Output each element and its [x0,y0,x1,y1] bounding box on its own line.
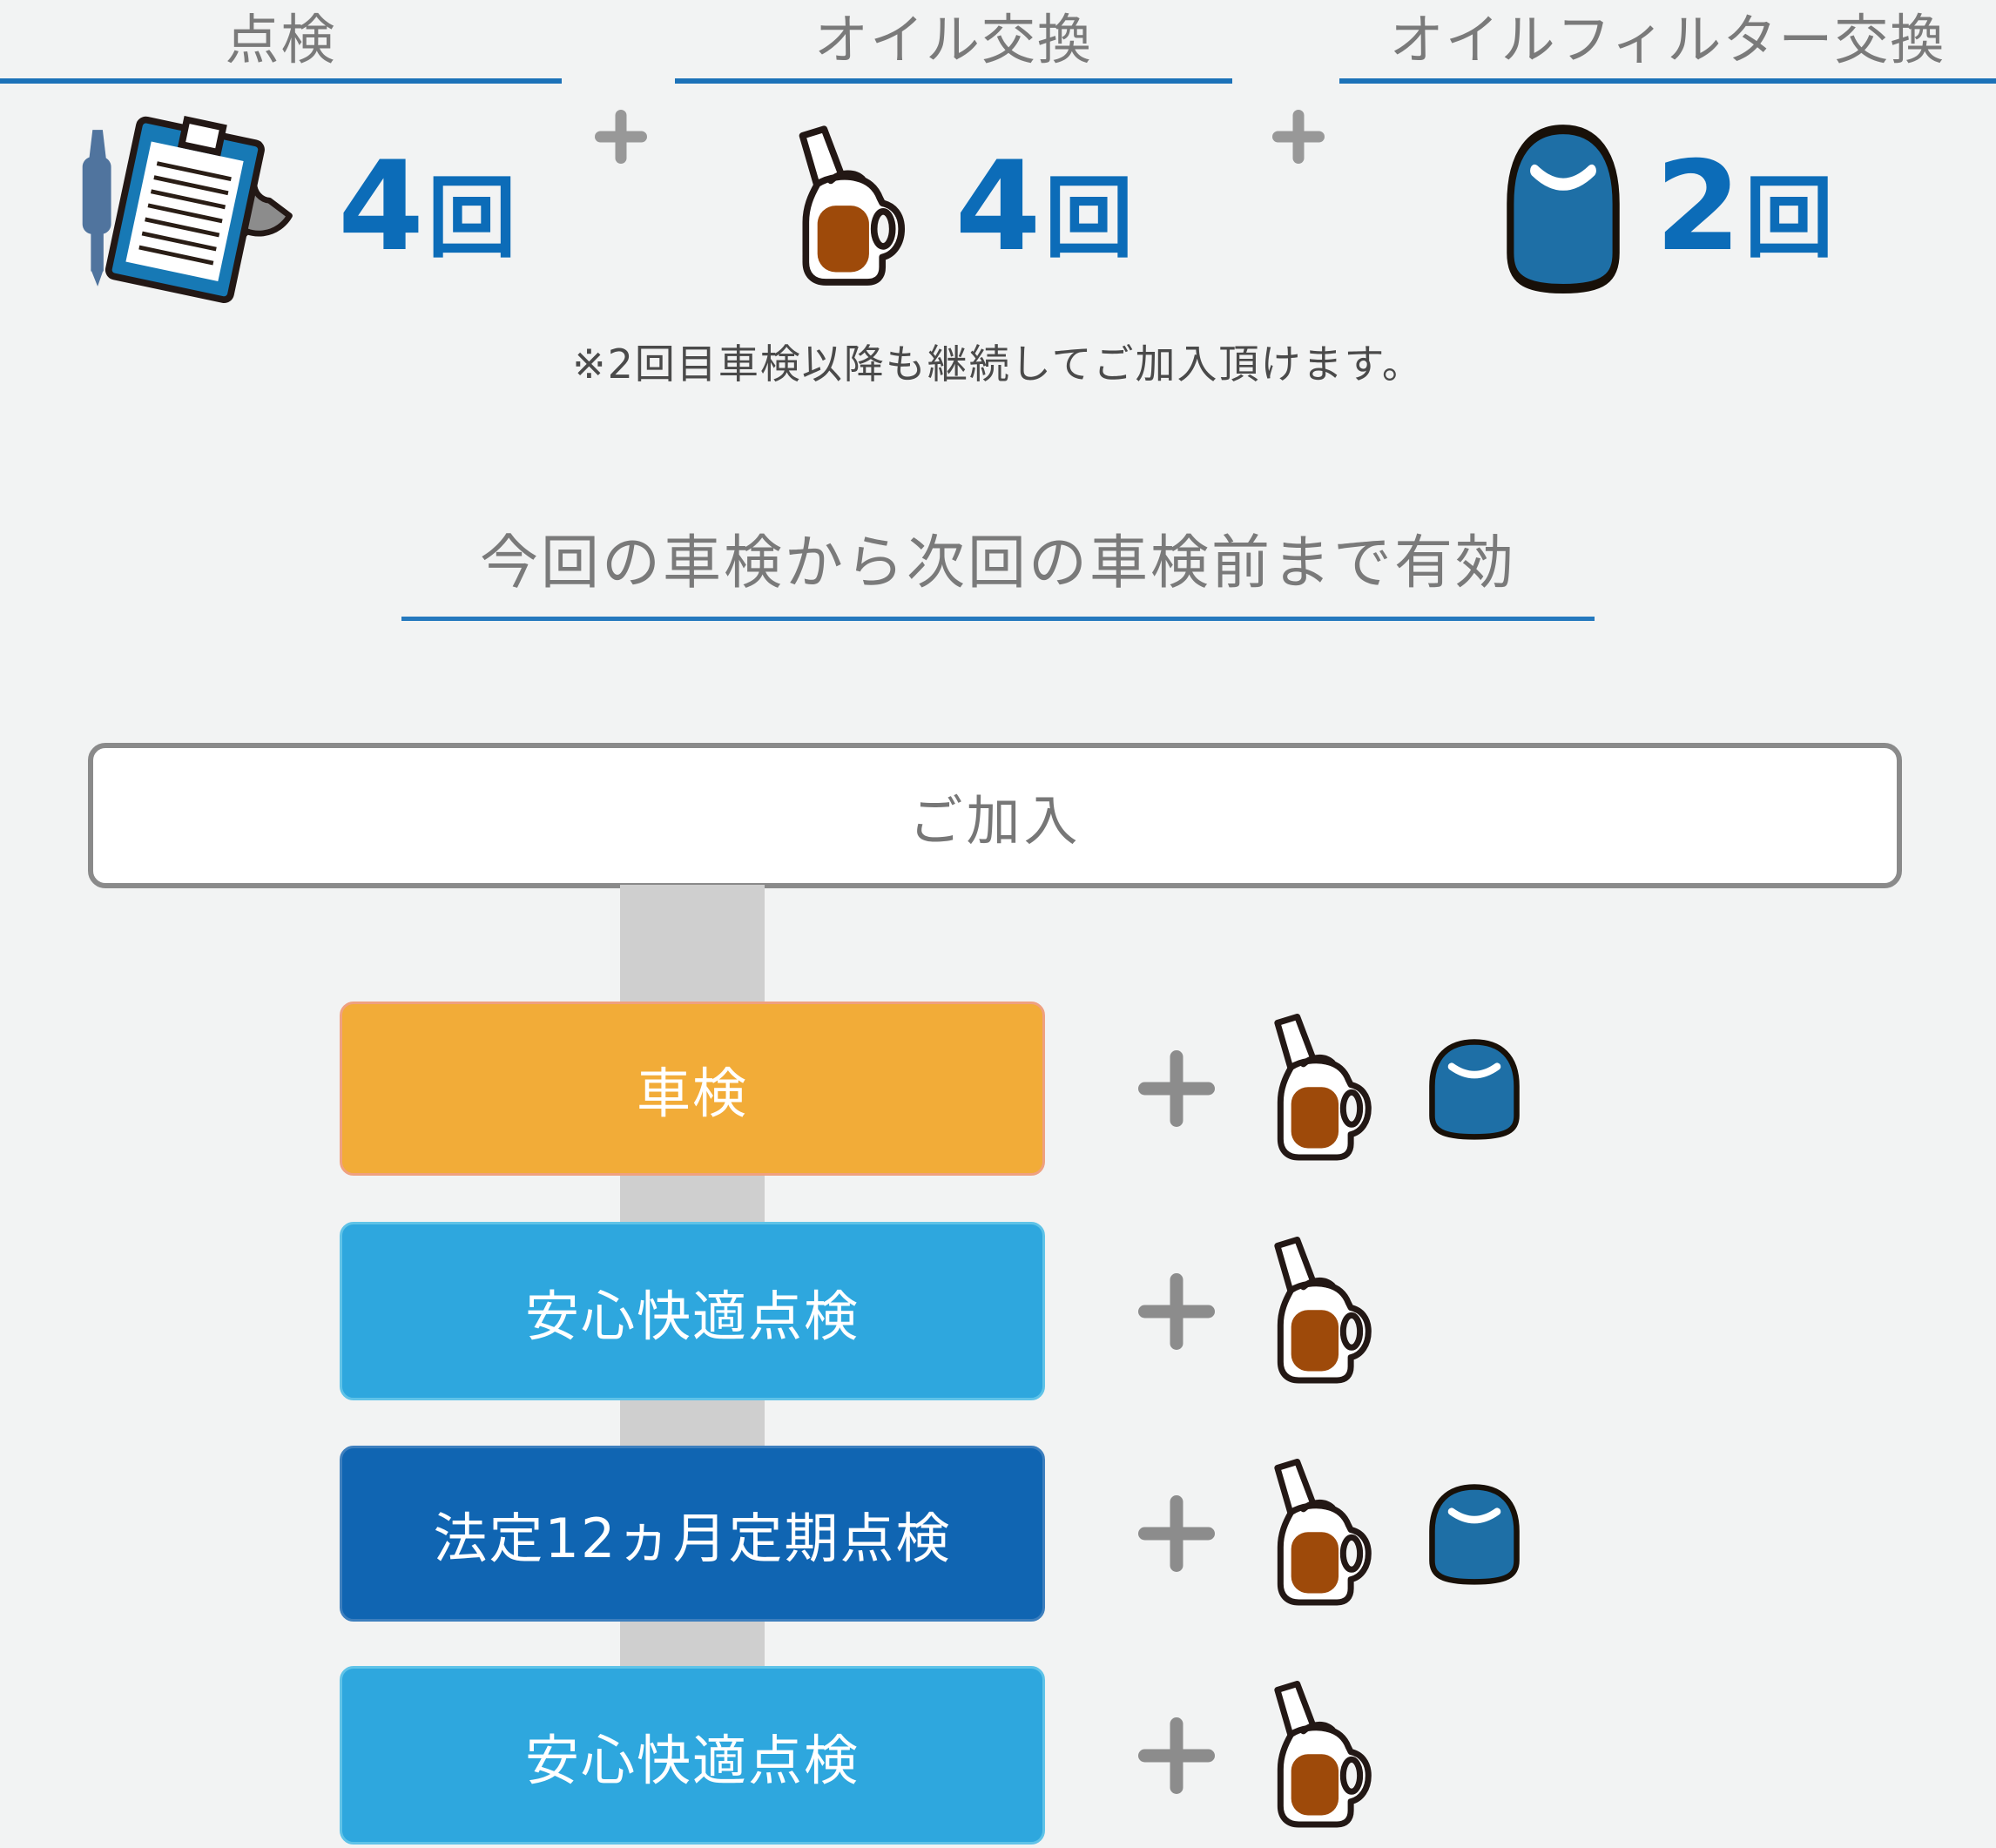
plus-icon [1138,1273,1215,1350]
flow-step-extras [1138,1666,1626,1845]
benefit-body-inspection: 4 回 [0,87,562,327]
benefit-label-inspection: 点検 [225,8,337,71]
enrollment-box: ご加入 [88,743,1902,888]
validity-underline [401,617,1595,621]
benefit-label-oil-change: オイル交換 [813,8,1093,71]
oil-change-count-value: 4 [954,135,1042,279]
benefit-underline [1339,78,1996,84]
flow-step-label: 安心快適点検 [524,1728,860,1792]
flow-step-extras [1138,1222,1626,1400]
oil-can-icon [1251,1237,1389,1386]
benefit-column-oil-change: オイル交換 4 回 [675,0,1232,331]
flow-step-extras [1138,1002,1626,1176]
oil-filter-icon [1426,1035,1523,1142]
benefit-label-oil-filter-change: オイルフィルター交換 [1389,8,1946,71]
oil-change-count: 4 回 [955,145,1134,269]
flow-step-shaken: 車検 [340,1002,1045,1176]
flow-step-legal-12month-inspection: 法定12ヵ月定期点検 [340,1446,1045,1622]
renewal-note: ※2回目車検以降も継続してご加入頂けます。 [572,341,1424,388]
benefit-underline [675,78,1232,84]
oil-can-icon [1251,1014,1389,1163]
flow-step-label: 安心快適点検 [524,1284,860,1348]
flow-step-comfort-inspection: 安心快適点検 [340,1222,1045,1400]
benefit-underline [0,78,562,84]
benefit-column-oil-filter-change: オイルフィルター交換 2 回 [1339,0,1996,331]
benefit-body-oil-change: 4 回 [675,87,1232,327]
benefit-column-inspection: 点検 4 回 [0,0,562,331]
plus-icon [595,110,647,164]
oil-filter-icon [1502,118,1624,297]
oil-filter-count-unit: 回 [1744,167,1834,271]
inspection-count: 4 回 [338,145,516,269]
oil-filter-count-value: 2 [1655,135,1742,279]
flow-step-extras [1138,1446,1626,1622]
flow-step-comfort-inspection: 安心快適点検 [340,1666,1045,1845]
inspection-count-unit: 回 [427,167,516,271]
flow-step-label: 法定12ヵ月定期点検 [433,1507,952,1570]
flow-step-label: 車検 [636,1062,748,1125]
plus-icon [1138,1495,1215,1572]
oil-can-icon [1251,1681,1389,1831]
inspection-tools-icon [45,106,307,308]
benefit-body-oil-filter-change: 2 回 [1339,87,1996,327]
plus-icon [1272,110,1325,164]
oil-can-icon [1251,1459,1389,1609]
oil-filter-icon [1426,1480,1523,1587]
oil-change-count-unit: 回 [1044,167,1134,271]
oil-can-icon [774,125,924,289]
plus-icon [1138,1050,1215,1127]
validity-heading: 今回の車検から次回の車検前まで有効 [480,529,1516,597]
enrollment-label: ご加入 [908,788,1082,853]
plus-icon [1138,1717,1215,1794]
inspection-count-value: 4 [338,135,424,279]
oil-filter-count: 2 回 [1655,145,1834,269]
